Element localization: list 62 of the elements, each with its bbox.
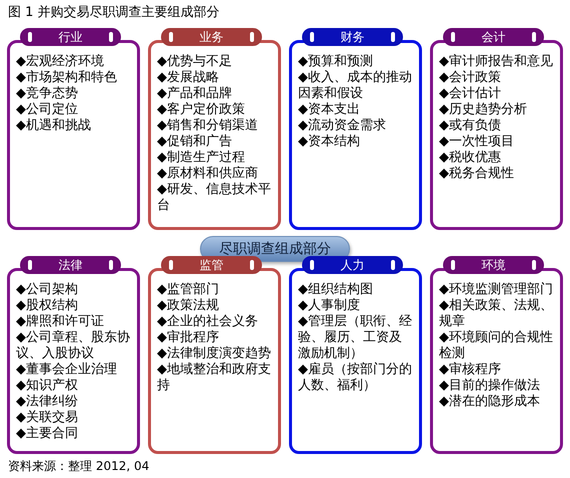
list-item: ◆政策法规 (157, 298, 220, 314)
list-item: ◆知识产权 (16, 378, 79, 394)
list-item: ◆环境顾问的合规性检测 (439, 330, 554, 362)
list-item: ◆潜在的隐形成本 (439, 394, 541, 410)
list-item: ◆环境监测管理部门 (439, 282, 554, 298)
list-item: ◆相关政策、法规、规章 (439, 298, 554, 330)
list-item: ◆宏观经济环境 (16, 54, 105, 70)
list-item: ◆机遇和挑战 (16, 118, 92, 134)
list-item: ◆资本支出 (298, 102, 361, 118)
list-item: ◆资本结构 (298, 134, 361, 150)
list-item: ◆牌照和许可证 (16, 314, 105, 330)
list-item: ◆人事制度 (298, 298, 361, 314)
list-item: ◆监管部门 (157, 282, 220, 298)
list-item: ◆组织结构图 (298, 282, 374, 298)
list-item: ◆市场架构和特色 (16, 70, 118, 86)
list-item: ◆法律纠纷 (16, 394, 79, 410)
card-heading: 环境 (443, 256, 544, 274)
list-item: ◆发展战略 (157, 70, 220, 86)
figure-title: 图 1 并购交易尽职调查主要组成部分 (8, 4, 220, 22)
list-item: ◆企业的社会义务 (157, 314, 259, 330)
list-item: ◆收入、成本的推动因素和假设 (298, 70, 413, 102)
list-item: ◆预算和预测 (298, 54, 374, 70)
list-item: ◆地域整治和政府支持 (157, 362, 272, 394)
list-item: ◆法律制度演变趋势 (157, 346, 272, 362)
list-item: ◆税务合规性 (439, 166, 515, 182)
list-item: ◆制造生产过程 (157, 150, 246, 166)
card-heading: 行业 (20, 28, 121, 46)
card-heading: 会计 (443, 28, 544, 46)
list-item: ◆雇员（按部门分的人数、福利） (298, 362, 413, 394)
list-item: ◆原材料和供应商 (157, 166, 259, 182)
card-heading: 财务 (302, 28, 403, 46)
list-item: ◆销售和分销渠道 (157, 118, 259, 134)
list-item: ◆历史趋势分析 (439, 102, 528, 118)
list-item: ◆客户定价政策 (157, 102, 246, 118)
list-item: ◆目前的操作做法 (439, 378, 541, 394)
list-item: ◆产品和品牌 (157, 86, 233, 102)
list-item: ◆公司章程、股东协议、入股协议 (16, 330, 131, 362)
list-item: ◆流动资金需求 (298, 118, 387, 134)
list-item: ◆税收优惠 (439, 150, 502, 166)
list-item: ◆公司定位 (16, 102, 79, 118)
list-item: ◆管理层（职衔、经验、履历、工资及激励机制） (298, 314, 413, 362)
list-item: ◆审核程序 (439, 362, 502, 378)
list-item: ◆股权结构 (16, 298, 79, 314)
list-item: ◆竞争态势 (16, 86, 79, 102)
list-item: ◆促销和广告 (157, 134, 233, 150)
card-heading: 业务 (161, 28, 262, 46)
list-item: ◆审批程序 (157, 330, 220, 346)
list-item: ◆会计政策 (439, 70, 502, 86)
list-item: ◆公司架构 (16, 282, 79, 298)
list-item: ◆会计估计 (439, 86, 502, 102)
card-heading: 监管 (161, 256, 262, 274)
list-item: ◆董事会企业治理 (16, 362, 118, 378)
list-item: ◆或有负债 (439, 118, 502, 134)
card-heading: 人力 (302, 256, 403, 274)
list-item: ◆审计师报告和意见 (439, 54, 554, 70)
list-item: ◆研发、信息技术平台 (157, 182, 272, 214)
card-heading: 法律 (20, 256, 121, 274)
list-item: ◆优势与不足 (157, 54, 233, 70)
list-item: ◆关联交易 (16, 410, 79, 426)
list-item: ◆一次性项目 (439, 134, 515, 150)
source-note: 资料来源：整理 2012, 04 (8, 458, 150, 474)
list-item: ◆主要合同 (16, 426, 79, 442)
